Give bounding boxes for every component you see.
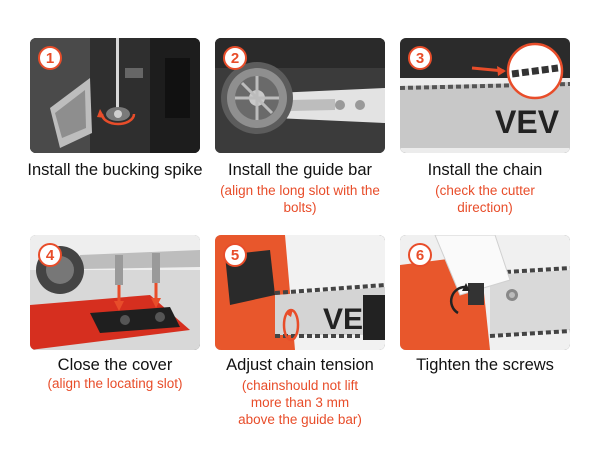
step-number-badge: 3 xyxy=(408,46,432,70)
step-6-photo: 6 xyxy=(400,235,570,350)
step-note: (check the cutter direction) xyxy=(435,183,535,215)
step-title: Close the cover xyxy=(57,356,173,374)
step-title: Install the bucking spike xyxy=(27,161,203,179)
step-5-photo: VEV 5 xyxy=(215,235,385,350)
step-2-photo: 2 xyxy=(215,38,385,153)
step-title: Install the chain xyxy=(427,161,543,179)
step-title: Install the guide bar xyxy=(227,161,372,179)
step-note: (chainshould not lift more than 3 mm abo… xyxy=(238,378,362,427)
step-number-badge: 5 xyxy=(223,243,247,267)
bar-brand-text: VEV xyxy=(495,104,560,140)
step-1-photo: 1 xyxy=(30,38,200,153)
step-number-badge: 2 xyxy=(223,46,247,70)
step-4-caption: Close the cover (align the locating slot… xyxy=(20,355,210,392)
step-1-caption: Install the bucking spike xyxy=(20,160,210,180)
step-note: (align the locating slot) xyxy=(47,376,183,391)
step-title: Tighten the screws xyxy=(416,356,554,374)
chain-tension-illustration: VEV xyxy=(215,235,385,350)
step-number-badge: 6 xyxy=(408,243,432,267)
step-6-caption: Tighten the screws xyxy=(390,355,580,375)
step-4-photo: 4 xyxy=(30,235,200,350)
step-title: Adjust chain tension xyxy=(226,356,374,374)
step-2-caption: Install the guide bar (align the long sl… xyxy=(205,160,395,216)
step-number-badge: 1 xyxy=(38,46,62,70)
step-number-badge: 4 xyxy=(38,243,62,267)
step-3-photo: VEV 3 xyxy=(400,38,570,153)
step-5-caption: Adjust chain tension (chainshould not li… xyxy=(205,355,395,428)
bucking-spike-illustration xyxy=(30,38,200,153)
step-note: (align the long slot with the bolts) xyxy=(220,183,380,215)
step-3-caption: Install the chain (check the cutter dire… xyxy=(390,160,580,216)
